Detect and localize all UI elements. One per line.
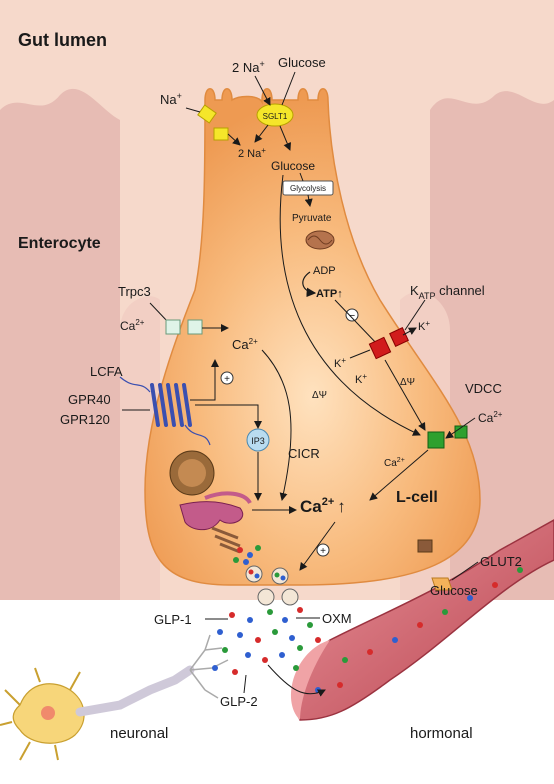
glucose-inside-label: Glucose bbox=[271, 159, 315, 173]
ip3-label: IP3 bbox=[251, 436, 265, 446]
enterocyte-left bbox=[0, 88, 120, 600]
gpcr-receptor bbox=[150, 383, 192, 427]
trpc3-label: Trpc3 bbox=[118, 284, 151, 299]
k-out-label: K+ bbox=[418, 319, 430, 333]
adp-label: ADP bbox=[313, 265, 336, 277]
glut2-label: GLUT2 bbox=[480, 554, 522, 569]
ca-trpc-label: Ca2+ bbox=[120, 318, 145, 333]
l-cell-body bbox=[144, 88, 481, 586]
vesicles bbox=[233, 545, 289, 585]
vdcc-label: VDCC bbox=[465, 381, 502, 396]
ca-main-label: Ca2+↑ bbox=[300, 496, 346, 516]
sglt1-label: SGLT1 bbox=[263, 112, 288, 121]
na-top-label: 2 Na+ bbox=[232, 59, 265, 75]
k-in-label-2: K+ bbox=[355, 372, 367, 386]
ca-vdcc-label: Ca2+ bbox=[478, 410, 503, 425]
neuronal-label: neuronal bbox=[110, 725, 168, 742]
gpr120-label: GPR120 bbox=[60, 412, 110, 427]
cicr-label: CICR bbox=[288, 446, 320, 461]
ca-small-label: Ca2+ bbox=[384, 457, 405, 469]
plus-sign-1: + bbox=[224, 374, 230, 385]
activation-sign-1 bbox=[220, 371, 234, 385]
vdcc-channel bbox=[427, 425, 468, 449]
gpr40-label: GPR40 bbox=[68, 392, 111, 407]
l-cell-label: L-cell bbox=[396, 489, 438, 506]
endoplasmic-reticulum bbox=[179, 501, 243, 531]
glucose-bottom-label: Glucose bbox=[430, 583, 478, 598]
glp1-label: GLP-1 bbox=[154, 612, 192, 627]
delta-psi-label-2: ΔΨ bbox=[400, 377, 415, 388]
hormonal-label: hormonal bbox=[410, 725, 473, 742]
glycolysis-label: Glycolysis bbox=[290, 184, 326, 193]
nucleus bbox=[169, 450, 215, 496]
ip3-molecule bbox=[246, 428, 270, 452]
activation-sign-2 bbox=[316, 543, 330, 557]
sglt1-transporter bbox=[256, 103, 294, 127]
k-in-label-1: K+ bbox=[334, 356, 346, 370]
oxm-label: OXM bbox=[322, 611, 352, 626]
delta-psi-label-1: ΔΨ bbox=[312, 390, 327, 401]
katp-label: KATP channel bbox=[410, 283, 485, 301]
pyruvate-label: Pyruvate bbox=[292, 213, 332, 224]
glp2-label: GLP-2 bbox=[220, 694, 258, 709]
atp-label: ATP↑ bbox=[316, 288, 343, 300]
katp-channel bbox=[368, 327, 409, 360]
glut2-transporter bbox=[431, 577, 453, 591]
minus-sign: − bbox=[349, 310, 355, 322]
ca-cyto-label: Ca2+ bbox=[232, 337, 258, 352]
glucose-top-label: Glucose bbox=[278, 55, 326, 70]
lcfa-label: LCFA bbox=[90, 364, 123, 379]
enterocyte-label: Enterocyte bbox=[18, 235, 101, 252]
gut-lumen-label: Gut lumen bbox=[18, 30, 107, 50]
glut2-transporter-inner bbox=[417, 539, 433, 553]
na-left-label: Na+ bbox=[160, 91, 182, 107]
inhibition-sign bbox=[345, 308, 359, 322]
neuron bbox=[0, 634, 229, 761]
trpc3-channel bbox=[165, 319, 203, 335]
plus-sign-2: + bbox=[320, 546, 326, 557]
na-inside-label: 2 Na+ bbox=[238, 146, 266, 160]
golgi-apparatus bbox=[211, 526, 241, 554]
